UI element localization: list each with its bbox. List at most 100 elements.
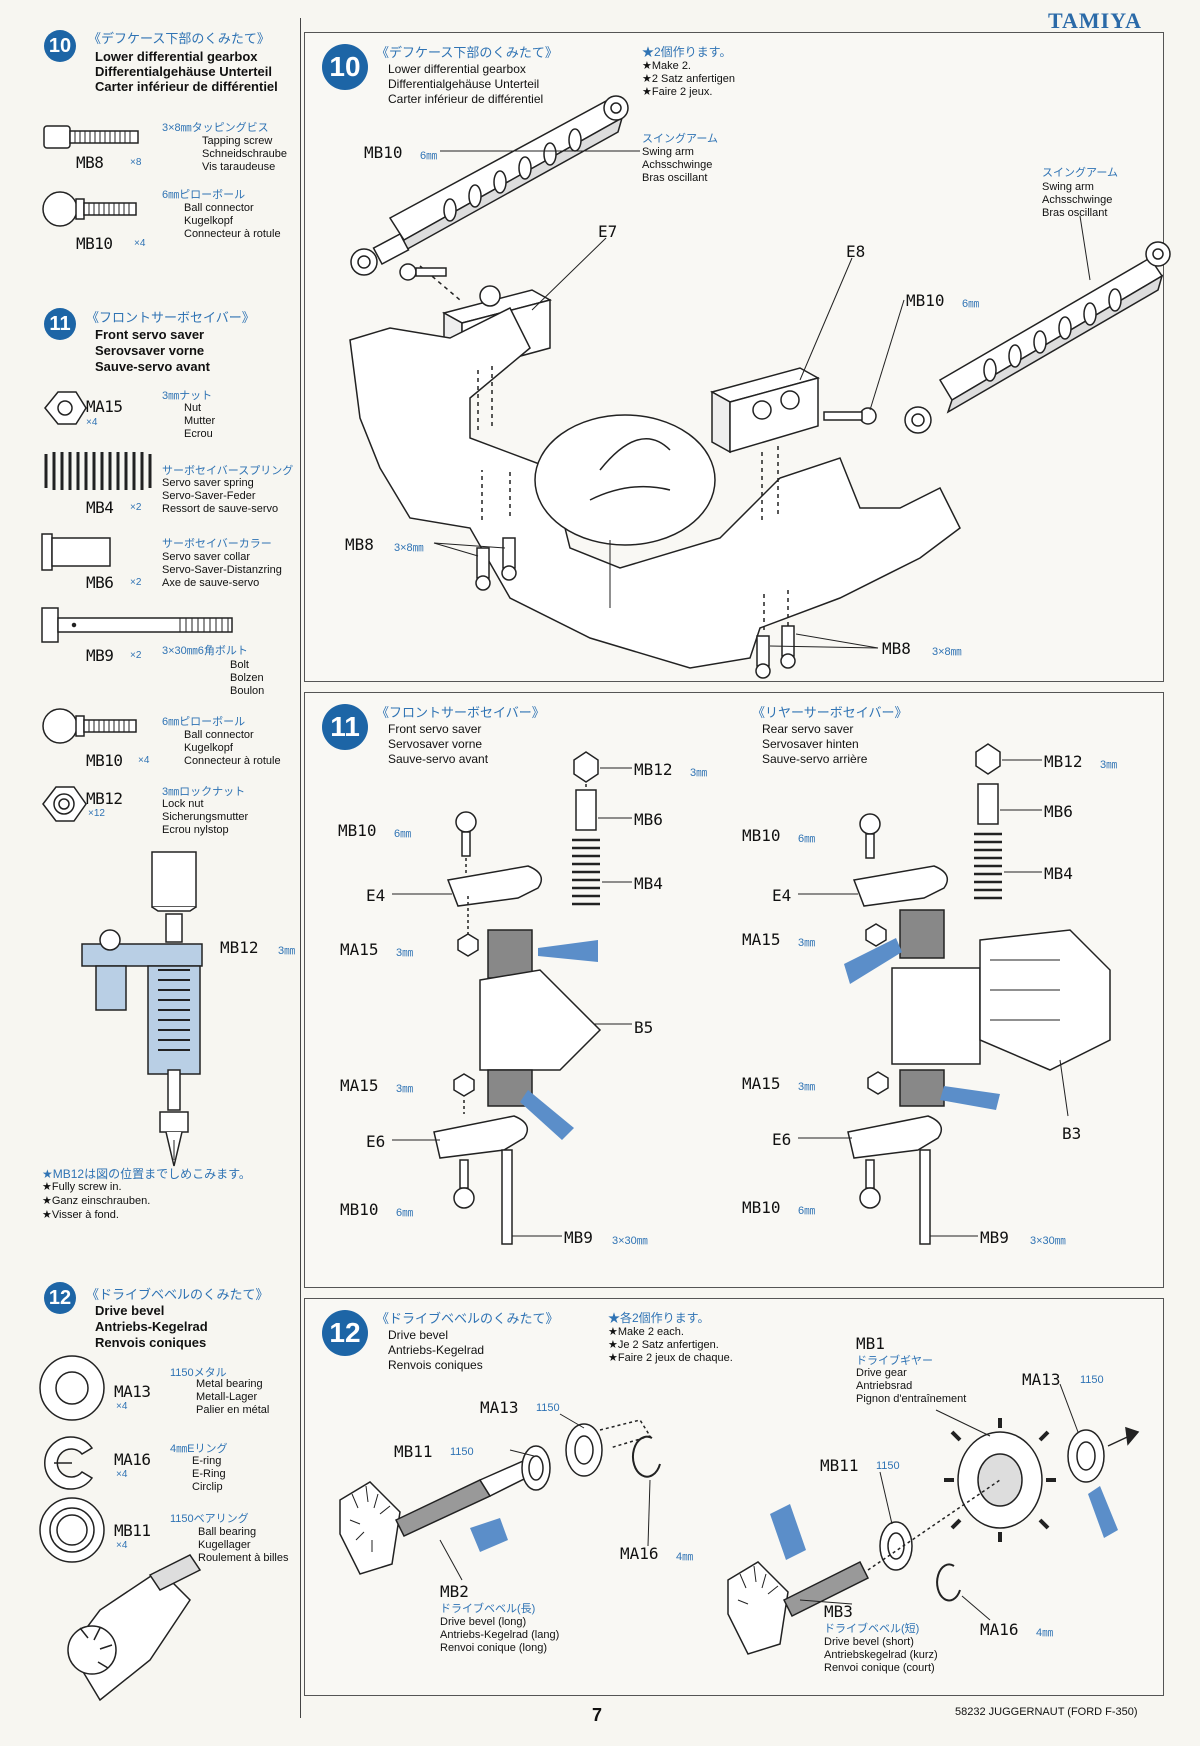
step-11-de-title: Serovsaver vorne (95, 343, 205, 358)
label-ma16-b: MA16 (980, 1620, 1019, 1639)
rear-label-ma15-spec: 3㎜ (798, 937, 816, 949)
front-label-mb9: MB9 (564, 1228, 593, 1247)
part-desc-en: Lock nut (162, 798, 204, 810)
mb10-ball-connector-icon (42, 191, 137, 227)
part-desc-en: Nut (184, 402, 202, 414)
part-code: MA15 (86, 397, 123, 416)
brand-logo: TAMIYA (1047, 8, 1142, 33)
part-spec: 3×8㎜タッピングビス (162, 122, 269, 134)
part-desc-de: Bolzen (230, 672, 264, 684)
step-10-badge: 10 (44, 30, 76, 62)
part-spec: 4㎜Eリング (170, 1443, 228, 1455)
front-label-ma15-b-spec: 3㎜ (396, 1083, 414, 1095)
mb10-ball-connector-icon-2 (42, 708, 137, 744)
part-code: MB9 (86, 646, 114, 665)
panel-11-front-jp: 《フロントサーボセイバー》 (376, 705, 545, 720)
step-10-en-title: Lower differential gearbox (95, 49, 258, 64)
label-mb2: MB2 (440, 1582, 469, 1601)
label-mb8-a-spec: 3×8㎜ (394, 542, 424, 554)
panel-10-make-jp: ★2個作ります。 (642, 45, 732, 59)
part-code: MB6 (86, 573, 114, 592)
part-desc-fr: Vis taraudeuse (202, 161, 276, 173)
front-label-e6: E6 (366, 1132, 386, 1151)
model-name: 58232 JUGGERNAUT (FORD F-350) (955, 1706, 1138, 1718)
front-label-mb12: MB12 (634, 760, 673, 779)
panel-11-rear-fr: Sauve-servo arrière (762, 752, 868, 766)
rear-label-e6: E6 (772, 1130, 792, 1149)
left-column-drawings (39, 125, 233, 1702)
panel-12-fr-title: Renvois coniques (388, 1358, 483, 1372)
label-mb11-b-spec: 1150 (876, 1460, 900, 1472)
part-spec: サーボセイバーカラー (162, 538, 272, 550)
step-11-badge: 11 (44, 308, 76, 340)
page-number: 7 (592, 1705, 603, 1725)
label-mb1-jp: ドライブギヤー (856, 1355, 933, 1367)
part-desc-de: Kugelkopf (184, 742, 233, 754)
rear-label-mb6: MB6 (1044, 802, 1073, 821)
label-mb11-b: MB11 (820, 1456, 859, 1475)
panel-11 (304, 692, 1164, 1288)
label-mb1-de: Antriebsrad (856, 1380, 913, 1392)
panel-11-front-fr: Sauve-servo avant (388, 752, 489, 766)
mb11-ball-bearing-icon (39, 1497, 105, 1563)
part-qty: ×2 (130, 650, 142, 661)
part-code: MB12 (86, 789, 123, 808)
front-label-mb6: MB6 (634, 810, 663, 829)
part-desc-de: E-Ring (192, 1468, 226, 1480)
rear-label-mb4: MB4 (1044, 864, 1073, 883)
part-qty: ×12 (88, 808, 105, 819)
ma13-metal-bearing-icon (39, 1355, 105, 1421)
rear-label-mb12: MB12 (1044, 752, 1083, 771)
part-desc-de: Servo-Saver-Feder (162, 490, 256, 502)
part-qty: ×2 (130, 577, 142, 588)
ma16-e-ring-icon (44, 1436, 94, 1490)
rear-label-mb10-b: MB10 (742, 1198, 781, 1217)
panel-10-en-title: Lower differential gearbox (388, 62, 526, 76)
part-qty: ×8 (130, 157, 142, 168)
part-desc-en: Bolt (230, 659, 249, 671)
note-fr: ★Visser à fond. (42, 1209, 119, 1221)
part-code: MB8 (76, 153, 104, 172)
part-desc-en: Ball connector (184, 729, 254, 741)
label-mb10-b: MB10 (906, 291, 945, 310)
label-mb11-a: MB11 (394, 1442, 433, 1461)
front-label-b5: B5 (634, 1018, 654, 1037)
note-en: ★Fully screw in. (42, 1181, 122, 1193)
rear-label-mb10-b-spec: 6㎜ (798, 1205, 816, 1217)
label-mb2-jp: ドライブベベル(長) (440, 1603, 536, 1615)
swing-arm-en-b: Swing arm (1042, 181, 1094, 193)
part-desc-fr: Ecrou (184, 428, 213, 440)
part-code: MB10 (76, 234, 113, 253)
label-mb3-jp: ドライブベベル(短) (824, 1623, 920, 1635)
step-12-badge: 12 (44, 1282, 76, 1314)
label-mb2-de: Antriebs-Kegelrad (lang) (440, 1629, 560, 1641)
step-10-de-title: Differentialgehäuse Unterteil (95, 64, 272, 79)
front-label-ma15-spec: 3㎜ (396, 947, 414, 959)
label-ma13-a-spec: 1150 (536, 1402, 560, 1414)
panel-10-jp-title: 《デフケース下部のくみたて》 (376, 45, 558, 60)
front-label-ma15-b: MA15 (340, 1076, 379, 1095)
panel-11-front-en: Front servo saver (388, 722, 482, 736)
panel-12-make-fr: ★Faire 2 jeux de chaque. (608, 1352, 733, 1364)
part-desc-de: Schneidschraube (202, 148, 288, 160)
rear-label-ma15-b-spec: 3㎜ (798, 1081, 816, 1093)
mb4-spring-icon (44, 452, 152, 490)
label-mb8-b-spec: 3×8㎜ (932, 646, 962, 658)
panel-12-de-title: Antriebs-Kegelrad (388, 1343, 485, 1357)
part-desc-en: Servo saver spring (162, 477, 254, 489)
swing-arm-fr-a: Bras oscillant (642, 172, 708, 184)
part-desc-en: Servo saver collar (162, 551, 251, 563)
label-b2: B2 (602, 612, 622, 631)
mb6-collar-icon (41, 533, 111, 571)
label-mb3: MB3 (824, 1602, 853, 1621)
part-desc-de: Sicherungsmutter (162, 811, 249, 823)
part-qty: ×4 (116, 1401, 128, 1412)
label-mb3-fr: Renvoi conique (court) (824, 1662, 935, 1674)
swing-arm-jp-b: スイングアーム (1042, 167, 1119, 179)
label-ma13-b-spec: 1150 (1080, 1374, 1104, 1386)
rear-label-ma15-b: MA15 (742, 1074, 781, 1093)
label-mb2-en: Drive bevel (long) (440, 1616, 527, 1628)
part-desc-en: Ball connector (184, 202, 254, 214)
label-mb8-a: MB8 (345, 535, 374, 554)
part-desc-fr: Axe de sauve-servo (162, 577, 260, 589)
